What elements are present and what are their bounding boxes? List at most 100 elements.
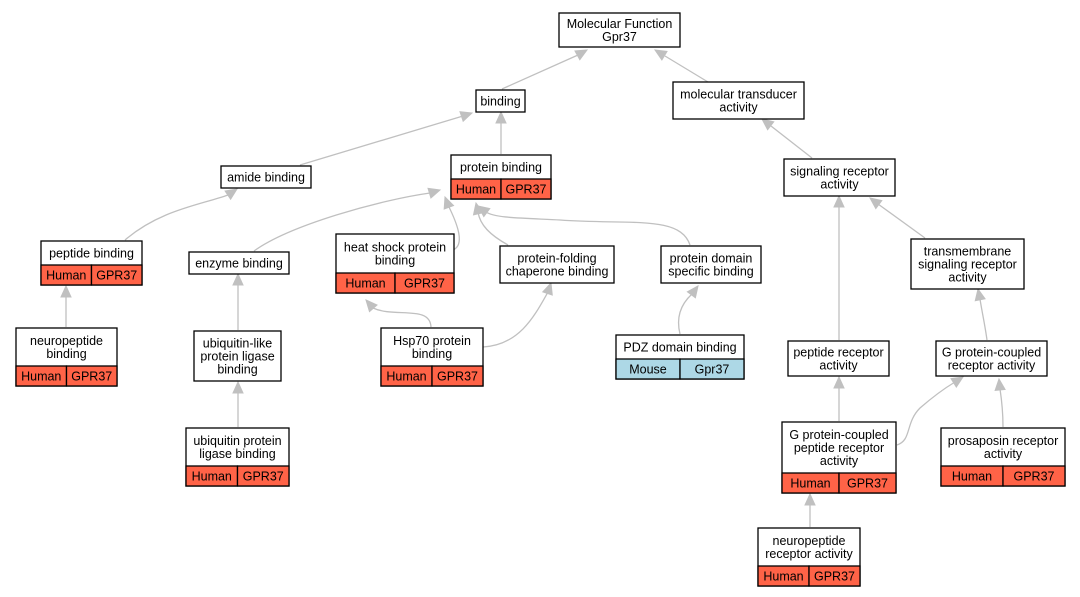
edge-line bbox=[124, 194, 229, 241]
organism-label: Human bbox=[21, 370, 61, 384]
term-label-line: binding bbox=[375, 254, 415, 268]
arrowhead bbox=[974, 287, 986, 302]
edge-mol-transducer-to-root bbox=[653, 49, 709, 83]
arrowhead bbox=[443, 195, 455, 210]
term-box bbox=[672, 81, 805, 120]
edge-protein-binding-to-binding bbox=[495, 110, 507, 154]
human-cell bbox=[808, 565, 861, 587]
arrowhead bbox=[833, 375, 845, 389]
edge-hsp70-binding-to-hsp-binding bbox=[365, 299, 432, 328]
term-label-line: Molecular Function bbox=[567, 17, 673, 31]
edge-prosaposin-to-gpcr-activity bbox=[994, 377, 1006, 428]
term-label-line: binding bbox=[480, 95, 520, 109]
term-label-line: Hsp70 protein bbox=[393, 334, 471, 348]
edge-amide-binding-to-binding bbox=[299, 111, 474, 166]
term-label-line: ubiquitin-like bbox=[203, 337, 273, 351]
edge-line bbox=[482, 291, 549, 348]
organism-label: Human bbox=[192, 470, 232, 484]
arrowhead bbox=[686, 285, 699, 299]
term-label-line: signaling receptor bbox=[918, 258, 1017, 272]
gene-label: GPR37 bbox=[814, 570, 855, 584]
edge-line bbox=[999, 388, 1004, 428]
term-label-line: G protein-coupled bbox=[942, 346, 1041, 360]
edge-hsp-binding-to-protein-binding bbox=[443, 195, 460, 251]
term-label-line: peptide receptor bbox=[793, 346, 883, 360]
edges-layer bbox=[60, 49, 1006, 527]
edge-line bbox=[896, 381, 956, 446]
edge-line bbox=[253, 192, 431, 252]
edge-gpcr-activity-to-tm-signaling bbox=[974, 287, 988, 341]
term-label-line: protein-folding bbox=[517, 252, 596, 266]
term-label-line: amide binding bbox=[227, 171, 305, 185]
term-label-line: neuropeptide bbox=[773, 534, 846, 548]
arrowhead bbox=[60, 284, 72, 298]
human-cell bbox=[65, 365, 118, 387]
human-cell bbox=[838, 472, 897, 494]
term-label-line: prosaposin receptor bbox=[948, 434, 1058, 448]
edge-domain-specific-to-protein-binding bbox=[477, 205, 691, 246]
edge-ubl-ligase-binding-to-enzyme-binding bbox=[232, 272, 244, 330]
edge-line bbox=[877, 203, 926, 239]
edge-line bbox=[677, 293, 693, 335]
term-label-line: receptor activity bbox=[765, 547, 853, 561]
term-box bbox=[787, 340, 890, 377]
edge-neuropeptide-receptor-to-gpcr-peptide bbox=[804, 492, 816, 527]
human-cell bbox=[90, 264, 143, 286]
edge-gpcr-peptide-to-peptide-receptor bbox=[833, 375, 845, 421]
term-label-line: G protein-coupled bbox=[789, 428, 888, 442]
term-label-line: peptide receptor bbox=[794, 441, 884, 455]
arrowhead bbox=[477, 205, 491, 218]
term-label-line: peptide binding bbox=[49, 247, 134, 261]
edge-peptide-receptor-to-signaling-receptor bbox=[833, 194, 845, 340]
edge-neuropeptide-binding-to-peptide-binding bbox=[60, 284, 72, 327]
term-box bbox=[188, 251, 290, 275]
arrowhead bbox=[761, 118, 775, 131]
edge-ub-ligase-binding-to-ubl-ligase-binding bbox=[232, 380, 244, 427]
term-node-enzyme-binding[interactable]: enzyme binding bbox=[188, 251, 290, 275]
term-label-line: ubiquitin protein bbox=[193, 434, 281, 448]
organism-label: Human bbox=[790, 477, 830, 491]
term-node-binding[interactable]: binding bbox=[475, 89, 526, 113]
human-cell bbox=[500, 178, 552, 200]
mouse-cell bbox=[679, 358, 745, 380]
arrowhead bbox=[653, 49, 668, 61]
gene-label: GPR37 bbox=[71, 370, 112, 384]
edge-line bbox=[299, 115, 464, 166]
arrowhead bbox=[950, 376, 965, 388]
arrowhead bbox=[869, 197, 883, 210]
term-label-line: molecular transducer bbox=[680, 88, 797, 102]
term-label-line: transmembrane bbox=[924, 245, 1012, 259]
edge-hsp70-binding-to-chaperone-binding bbox=[482, 281, 553, 348]
edge-chaperone-binding-to-protein-binding bbox=[472, 201, 509, 246]
human-cell bbox=[431, 365, 484, 387]
edge-peptide-binding-to-amide-binding bbox=[124, 188, 239, 241]
organism-label: Human bbox=[386, 370, 426, 384]
term-label-line: activity bbox=[820, 178, 859, 192]
term-label-line: activity bbox=[819, 359, 858, 373]
term-node-amide-binding[interactable]: amide binding bbox=[220, 165, 312, 189]
arrowhead bbox=[365, 299, 378, 313]
term-box bbox=[783, 158, 896, 197]
arrowhead bbox=[804, 492, 816, 506]
arrowhead bbox=[459, 111, 474, 123]
edge-line bbox=[485, 211, 691, 246]
